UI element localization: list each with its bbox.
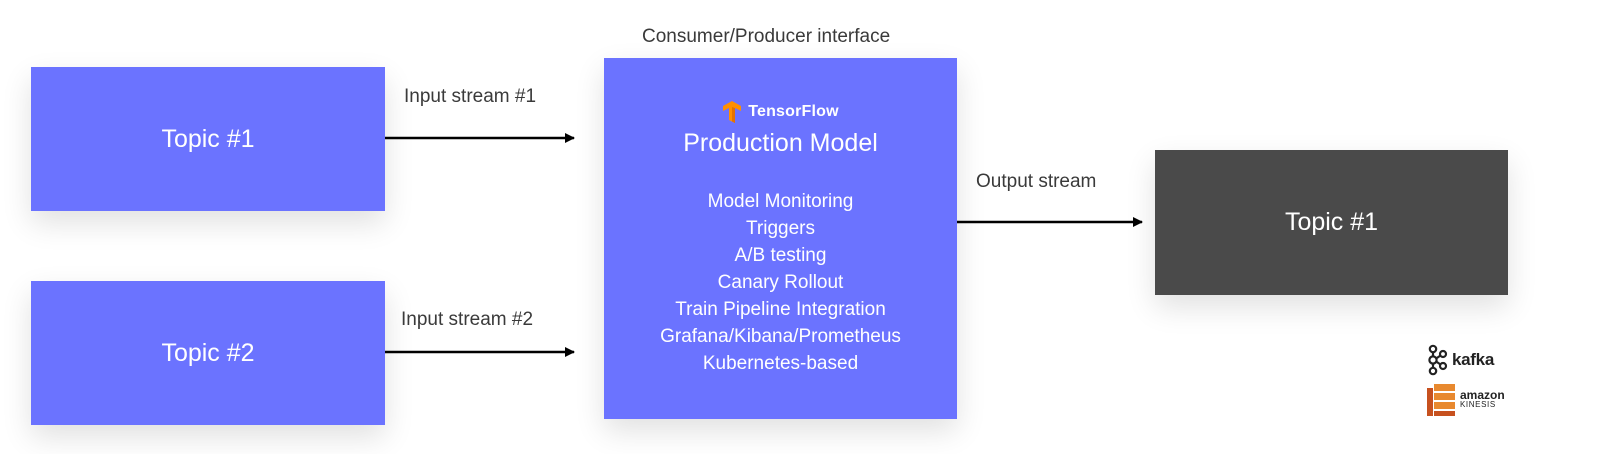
output-topic-box: Topic #1 bbox=[1155, 150, 1508, 295]
production-model-box: TensorFlow Production Model Model Monito… bbox=[604, 58, 957, 419]
feature-item: Model Monitoring bbox=[707, 191, 854, 212]
feature-item: Kubernetes-based bbox=[702, 353, 859, 374]
tensorflow-wordmark: TensorFlow bbox=[748, 103, 839, 120]
feature-item: Grafana/Kibana/Prometheus bbox=[660, 326, 901, 347]
input-topic-1-label: Topic #1 bbox=[161, 124, 255, 153]
model-title: Production Model bbox=[683, 129, 878, 157]
tensorflow-brand: TensorFlow bbox=[604, 101, 957, 123]
feature-item: Train Pipeline Integration bbox=[675, 299, 886, 320]
kafka-logo: kafka bbox=[1426, 344, 1494, 376]
input-topic-2-label: Topic #2 bbox=[161, 338, 255, 367]
kafka-icon bbox=[1428, 344, 1448, 376]
kinesis-wordmark-top: amazon bbox=[1460, 388, 1505, 402]
input-stream-1-label: Input stream #1 bbox=[404, 86, 537, 107]
feature-list: Model Monitoring Triggers A/B testing Ca… bbox=[604, 188, 957, 377]
kinesis-icon bbox=[1427, 384, 1455, 416]
output-stream-label: Output stream bbox=[976, 171, 1097, 192]
input-topic-2-box: Topic #2 bbox=[31, 281, 385, 425]
output-topic-label: Topic #1 bbox=[1284, 208, 1379, 236]
kafka-wordmark: kafka bbox=[1452, 350, 1494, 369]
kinesis-wordmark: amazon KINESIS bbox=[1460, 388, 1505, 410]
amazon-kinesis-logo: amazon KINESIS bbox=[1426, 383, 1505, 417]
tensorflow-icon bbox=[723, 101, 742, 123]
input-topic-1-box: Topic #1 bbox=[31, 67, 385, 211]
input-stream-2-label: Input stream #2 bbox=[401, 309, 534, 330]
feature-item: Triggers bbox=[746, 218, 815, 239]
interface-caption: Consumer/Producer interface bbox=[642, 26, 891, 47]
feature-item: Canary Rollout bbox=[717, 272, 844, 293]
feature-item: A/B testing bbox=[734, 245, 827, 266]
kinesis-wordmark-bottom: KINESIS bbox=[1460, 400, 1496, 409]
